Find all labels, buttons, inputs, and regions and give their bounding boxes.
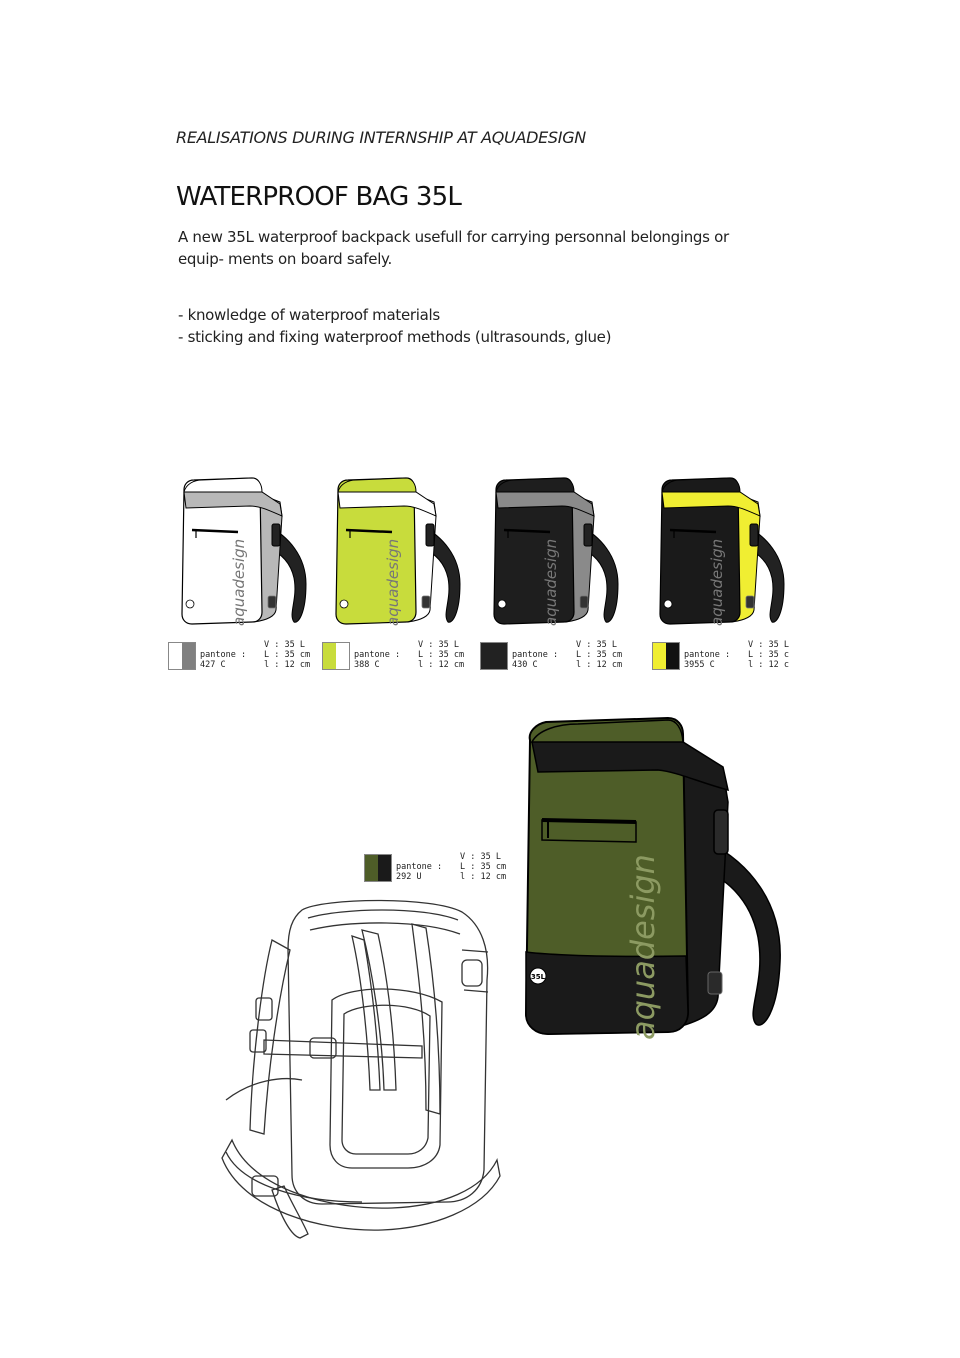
pantone-code: 292 U <box>396 872 422 882</box>
color-swatch <box>480 642 508 670</box>
width-value: l : 12 cm <box>264 660 311 670</box>
variant-bag-illustration: aquadesign <box>659 477 785 626</box>
pantone-label: pantone : <box>684 650 731 660</box>
width-value: l : 12 cm <box>576 660 623 670</box>
bullet-item: - knowledge of waterproof materials <box>178 306 440 324</box>
color-swatch <box>652 642 680 670</box>
variant-bag-illustration: aquadesign <box>335 477 461 626</box>
pantone-code: 427 C <box>200 660 226 670</box>
length-value: L : 35 cm <box>264 650 311 660</box>
subtitle: REALISATIONS DURING INTERNSHIP AT AQUADE… <box>176 128 586 147</box>
bullet-item: - sticking and fixing waterproof methods… <box>178 328 612 346</box>
capacity-badge: 35L <box>531 973 546 981</box>
pantone-label: pantone : <box>512 650 559 660</box>
brand-logo: aquadesign <box>230 539 248 626</box>
color-swatch <box>322 642 350 670</box>
swatch-secondary <box>378 855 391 881</box>
page-title: WATERPROOF BAG 35L <box>176 182 462 212</box>
back-view-sketch <box>221 899 501 1239</box>
swatch-secondary <box>494 643 507 669</box>
featured-spec: pantone : 292 U V : 35 L L : 35 cm l : 1… <box>364 852 506 882</box>
variant-bag-illustration: aquadesign <box>181 477 307 626</box>
width-value: l : 12 c <box>748 660 789 670</box>
volume-value: V : 35 L <box>264 640 305 650</box>
swatch-secondary <box>336 643 349 669</box>
bullet-list: - knowledge of waterproof materials - st… <box>178 304 611 348</box>
pantone-code: 430 C <box>512 660 538 670</box>
volume-value: V : 35 L <box>460 852 501 862</box>
width-value: l : 12 cm <box>460 872 507 882</box>
color-swatch <box>168 642 196 670</box>
brand-logo: aquadesign <box>708 539 726 626</box>
variant-bag-illustration: aquadesign <box>493 477 619 626</box>
pantone-code: 388 C <box>354 660 380 670</box>
pantone-code: 3955 C <box>684 660 715 670</box>
length-value: L : 35 c <box>748 650 789 660</box>
description: A new 35L waterproof backpack usefull fo… <box>178 228 729 268</box>
volume-value: V : 35 L <box>576 640 617 650</box>
swatch-secondary <box>666 643 679 669</box>
pantone-label: pantone : <box>354 650 401 660</box>
length-value: L : 35 cm <box>576 650 623 660</box>
capacity-badge-icon <box>529 967 547 985</box>
swatch-primary <box>481 643 494 669</box>
brand-logo: aquadesign <box>384 539 402 626</box>
swatch-primary <box>323 643 336 669</box>
swatch-primary <box>169 643 182 669</box>
swatch-secondary <box>182 643 195 669</box>
volume-value: V : 35 L <box>418 640 459 650</box>
swatch-primary <box>365 855 378 881</box>
brand-logo: aquadesign <box>542 539 560 626</box>
length-value: L : 35 cm <box>418 650 465 660</box>
length-value: L : 35 cm <box>460 862 507 872</box>
brand-logo: aquadesign <box>624 854 662 1040</box>
pantone-label: pantone : <box>200 650 247 660</box>
pantone-label: pantone : <box>396 862 443 872</box>
featured-bag-illustration: 35L aquadesign <box>524 716 781 1040</box>
swatch-primary <box>653 643 666 669</box>
volume-value: V : 35 L <box>748 640 789 650</box>
featured-swatch <box>364 854 392 882</box>
width-value: l : 12 cm <box>418 660 465 670</box>
